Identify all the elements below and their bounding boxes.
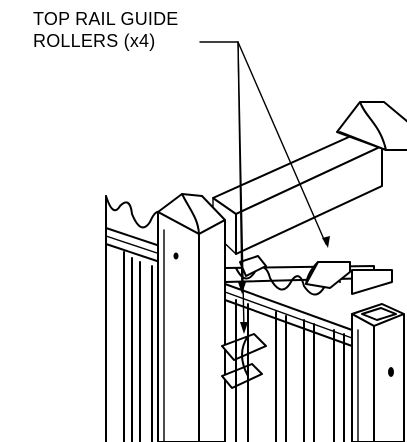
left-front-post: [157, 193, 226, 442]
left-back-rail: [105, 195, 161, 442]
top-rail-beam: [212, 131, 383, 255]
guide-roller-back-left: [239, 255, 267, 277]
guide-roller-front-right: [351, 269, 393, 295]
callout-label: TOP RAIL GUIDE ROLLERS (x4): [33, 8, 179, 52]
right-post-cap: [336, 101, 407, 151]
right-front-post: [351, 303, 405, 442]
callout-label-line-1: TOP RAIL GUIDE: [33, 9, 179, 29]
guide-roller-front-left: [221, 333, 267, 389]
callout-label-line-2: ROLLERS (x4): [33, 31, 156, 51]
guide-roller-back-right: [305, 261, 351, 289]
gate-vertical-bars: [235, 299, 345, 442]
callout-leader-lines: [199, 41, 330, 334]
